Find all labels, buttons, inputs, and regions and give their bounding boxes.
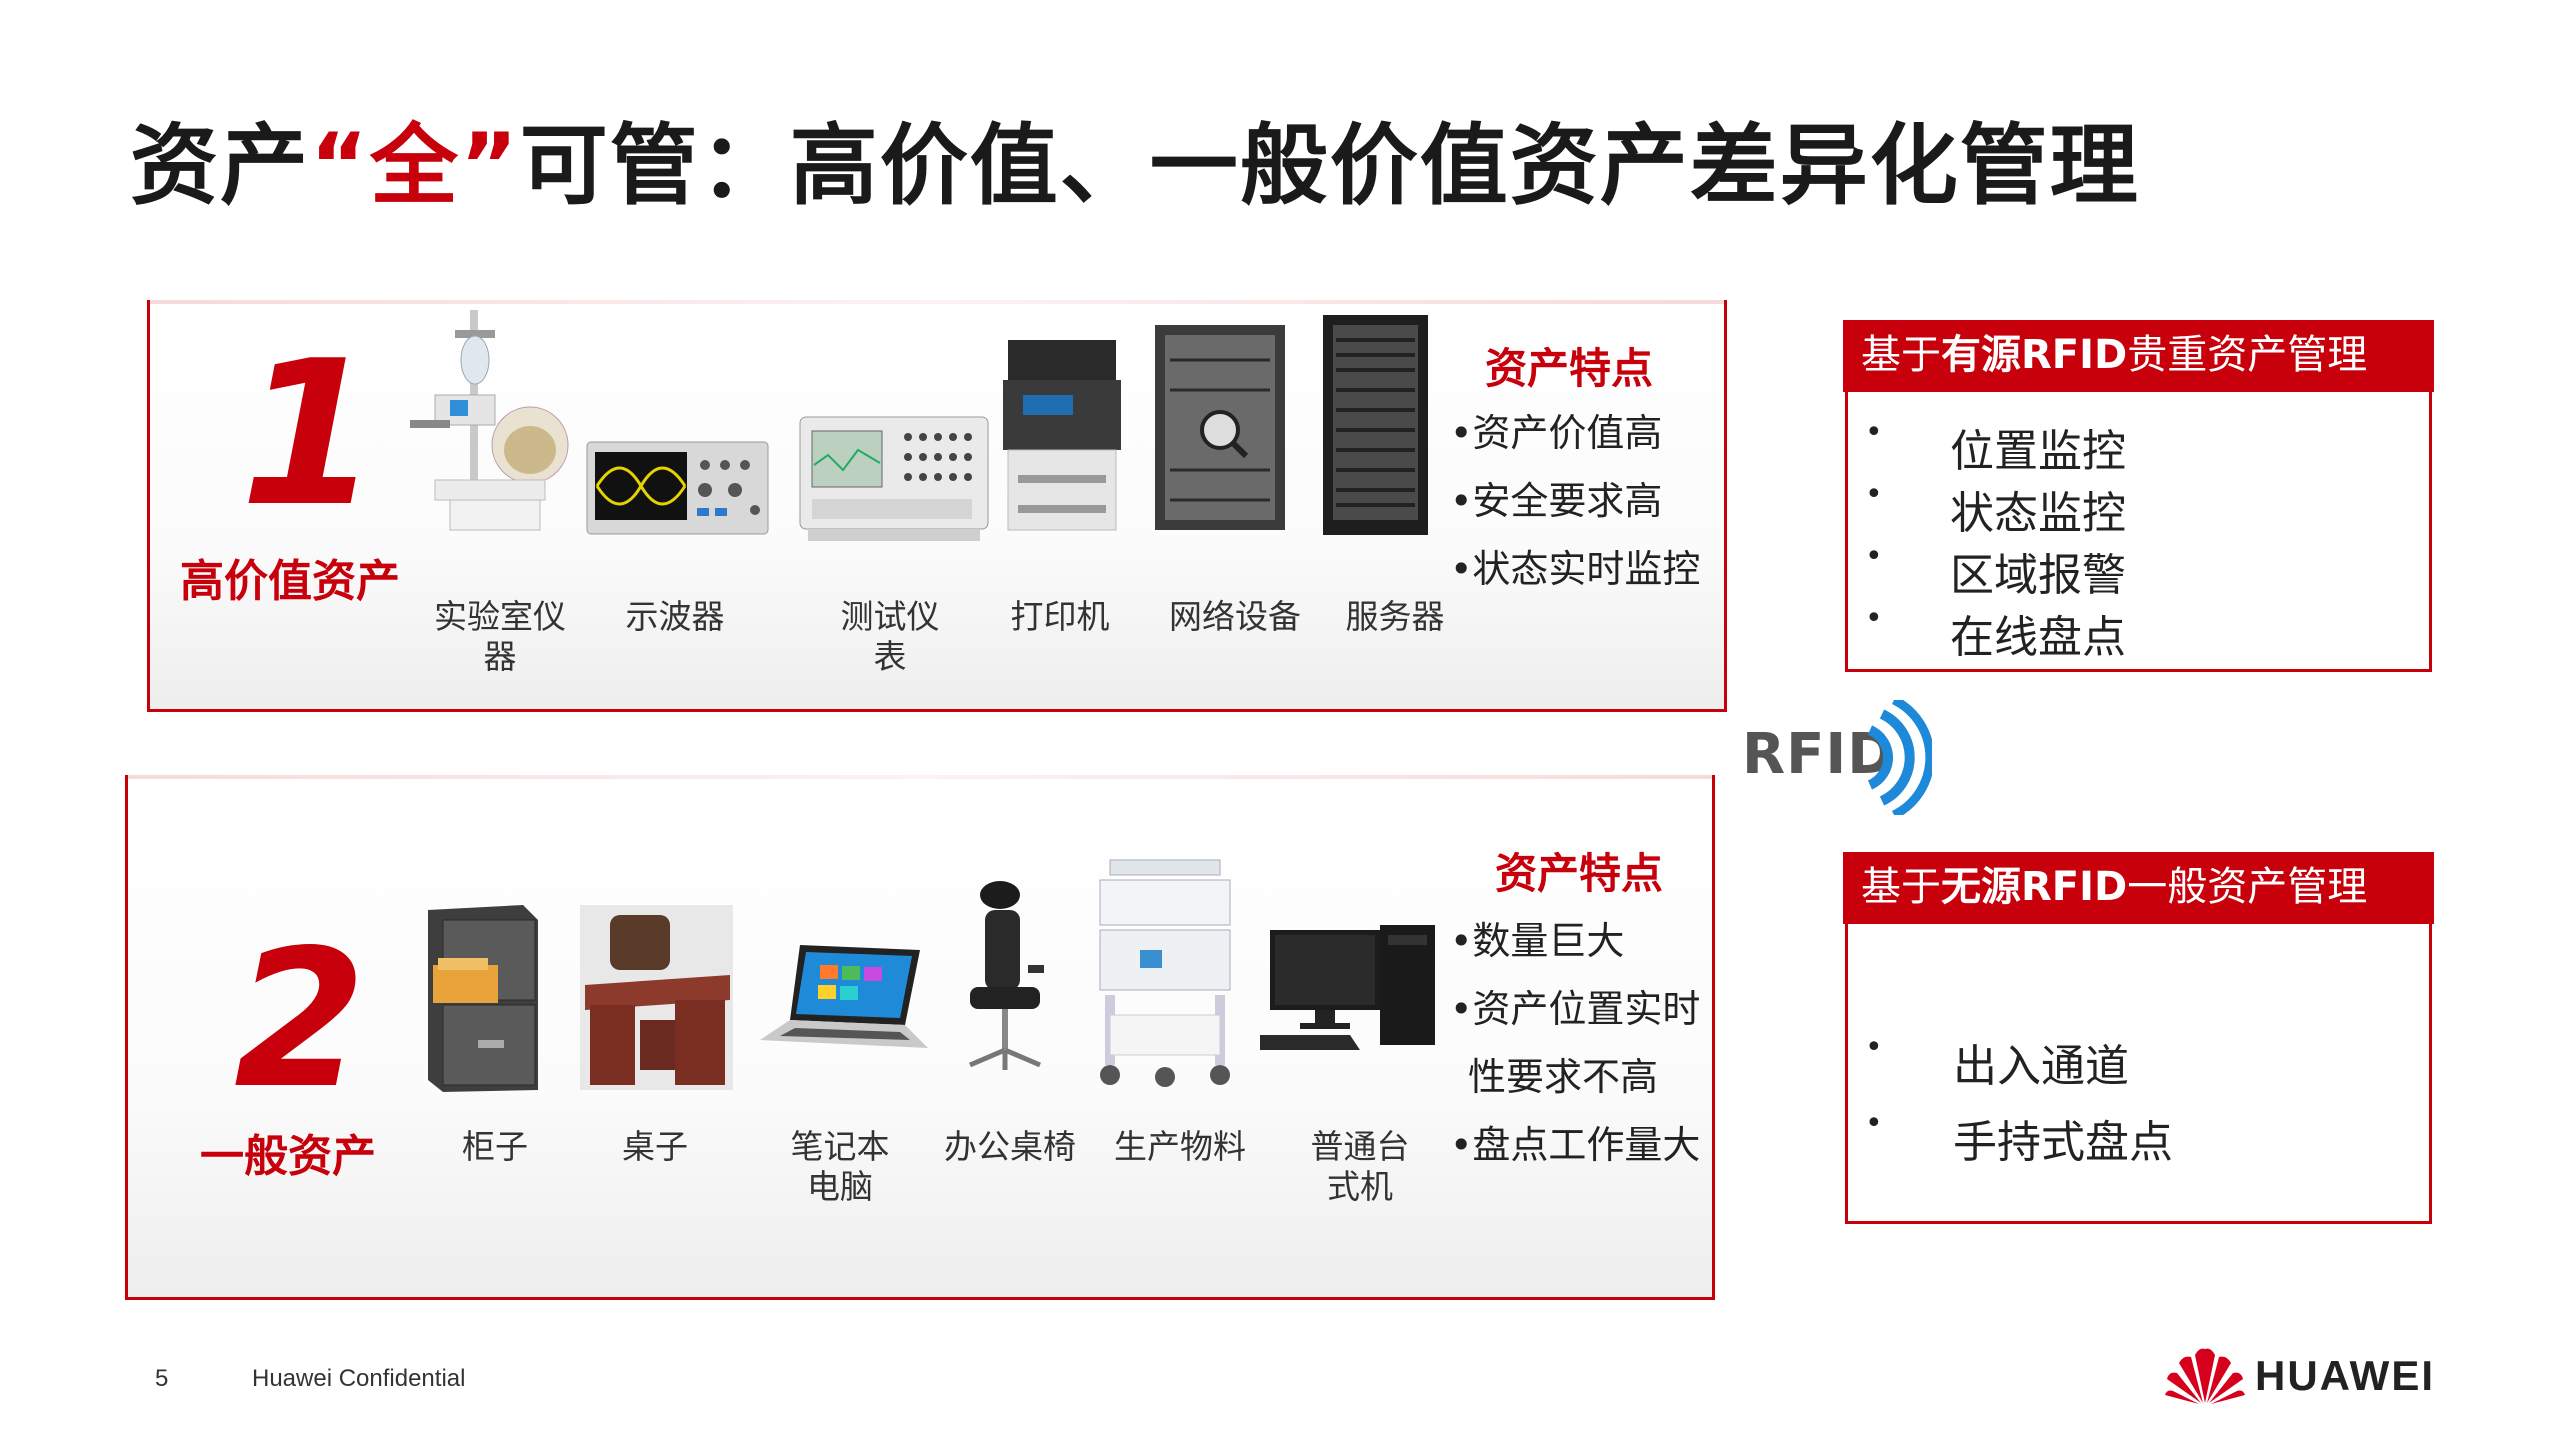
high-value-feature: •资产价值高 (1450, 411, 1663, 455)
material-cart-icon (1085, 855, 1245, 1090)
printer-icon (1003, 335, 1121, 535)
item-label-lab: 实验室仪 器 (434, 597, 566, 676)
oscilloscope-icon (585, 440, 770, 540)
desktop-pc-icon (1260, 920, 1440, 1055)
title-part2: 可管：高价值、一般价值资产差异化管理 (519, 114, 2140, 217)
passive-rfid-header-bold: 无源RFID (1941, 864, 2128, 910)
general-panel (125, 775, 1715, 1300)
office-chair-icon (960, 875, 1055, 1075)
laptop-icon (760, 940, 930, 1060)
huawei-brand-text: HUAWEI (2255, 1352, 2435, 1399)
rfid-logo-text: RFID (1742, 722, 1895, 787)
huawei-logo-icon (2165, 1345, 2245, 1405)
passive-rfid-list: •出入通道 •手持式盘点 (1865, 1030, 2173, 1168)
high-value-number: 1 (240, 318, 380, 551)
active-rfid-header-suffix: 贵重资产管理 (2127, 332, 2368, 378)
item-label-cabinet: 柜子 (462, 1127, 528, 1166)
item-label-material: 生产物料 (1114, 1127, 1246, 1166)
item-label-printer: 打印机 (1010, 597, 1110, 636)
high-value-label: 高价值资产 (180, 556, 400, 607)
active-rfid-header: 基于有源RFID贵重资产管理 (1843, 320, 2434, 392)
item-label-desk: 桌子 (622, 1127, 688, 1166)
high-value-features-title: 资产特点 (1485, 344, 1654, 393)
title-part1: 资产 (130, 114, 311, 217)
active-rfid-header-prefix: 基于 (1861, 332, 1941, 378)
rfid-signal-icon (1867, 700, 1932, 815)
item-label-network: 网络设备 (1169, 597, 1301, 636)
general-number: 2 (233, 909, 367, 1130)
item-label-chair: 办公桌椅 (944, 1127, 1076, 1166)
high-value-feature: •状态实时监控 (1450, 547, 1701, 591)
general-feature: •盘点工作量大 (1450, 1123, 1701, 1167)
item-label-laptop: 笔记本 电脑 (790, 1127, 890, 1206)
page-number: 5 (155, 1365, 169, 1392)
filing-cabinet-icon (418, 900, 543, 1095)
passive-rfid-header: 基于无源RFID一般资产管理 (1843, 852, 2434, 924)
general-feature: •资产位置实时 (1450, 987, 1701, 1031)
page-title: 资产“全”可管：高价值、一般价值资产差异化管理 (130, 95, 2140, 222)
network-device-icon (1150, 320, 1290, 535)
confidential-label: Huawei Confidential (252, 1365, 466, 1392)
rfid-logo: RFID (1742, 700, 1932, 815)
passive-rfid-header-prefix: 基于 (1861, 864, 1941, 910)
passive-rfid-header-suffix: 一般资产管理 (2127, 864, 2368, 910)
lab-equipment-icon (395, 300, 585, 540)
item-label-server: 服务器 (1345, 597, 1445, 636)
general-label: 一般资产 (200, 1131, 376, 1182)
server-rack-icon (1318, 310, 1433, 540)
title-highlight: “全” (310, 114, 520, 217)
high-value-feature: •安全要求高 (1450, 479, 1663, 523)
general-feature: 性要求不高 (1468, 1055, 1659, 1099)
general-feature: •数量巨大 (1450, 919, 1625, 963)
item-label-oscilloscope: 示波器 (625, 597, 725, 636)
desk-icon (580, 905, 733, 1090)
test-meter-icon (798, 415, 990, 545)
active-rfid-header-bold: 有源RFID (1941, 332, 2128, 378)
item-label-test-meter: 测试仪 表 (840, 597, 940, 676)
item-label-desktop: 普通台 式机 (1310, 1127, 1410, 1206)
general-features-title: 资产特点 (1495, 849, 1664, 898)
active-rfid-list: •位置监控 •状态监控 •区域报警 •在线盘点 (1865, 415, 2126, 663)
